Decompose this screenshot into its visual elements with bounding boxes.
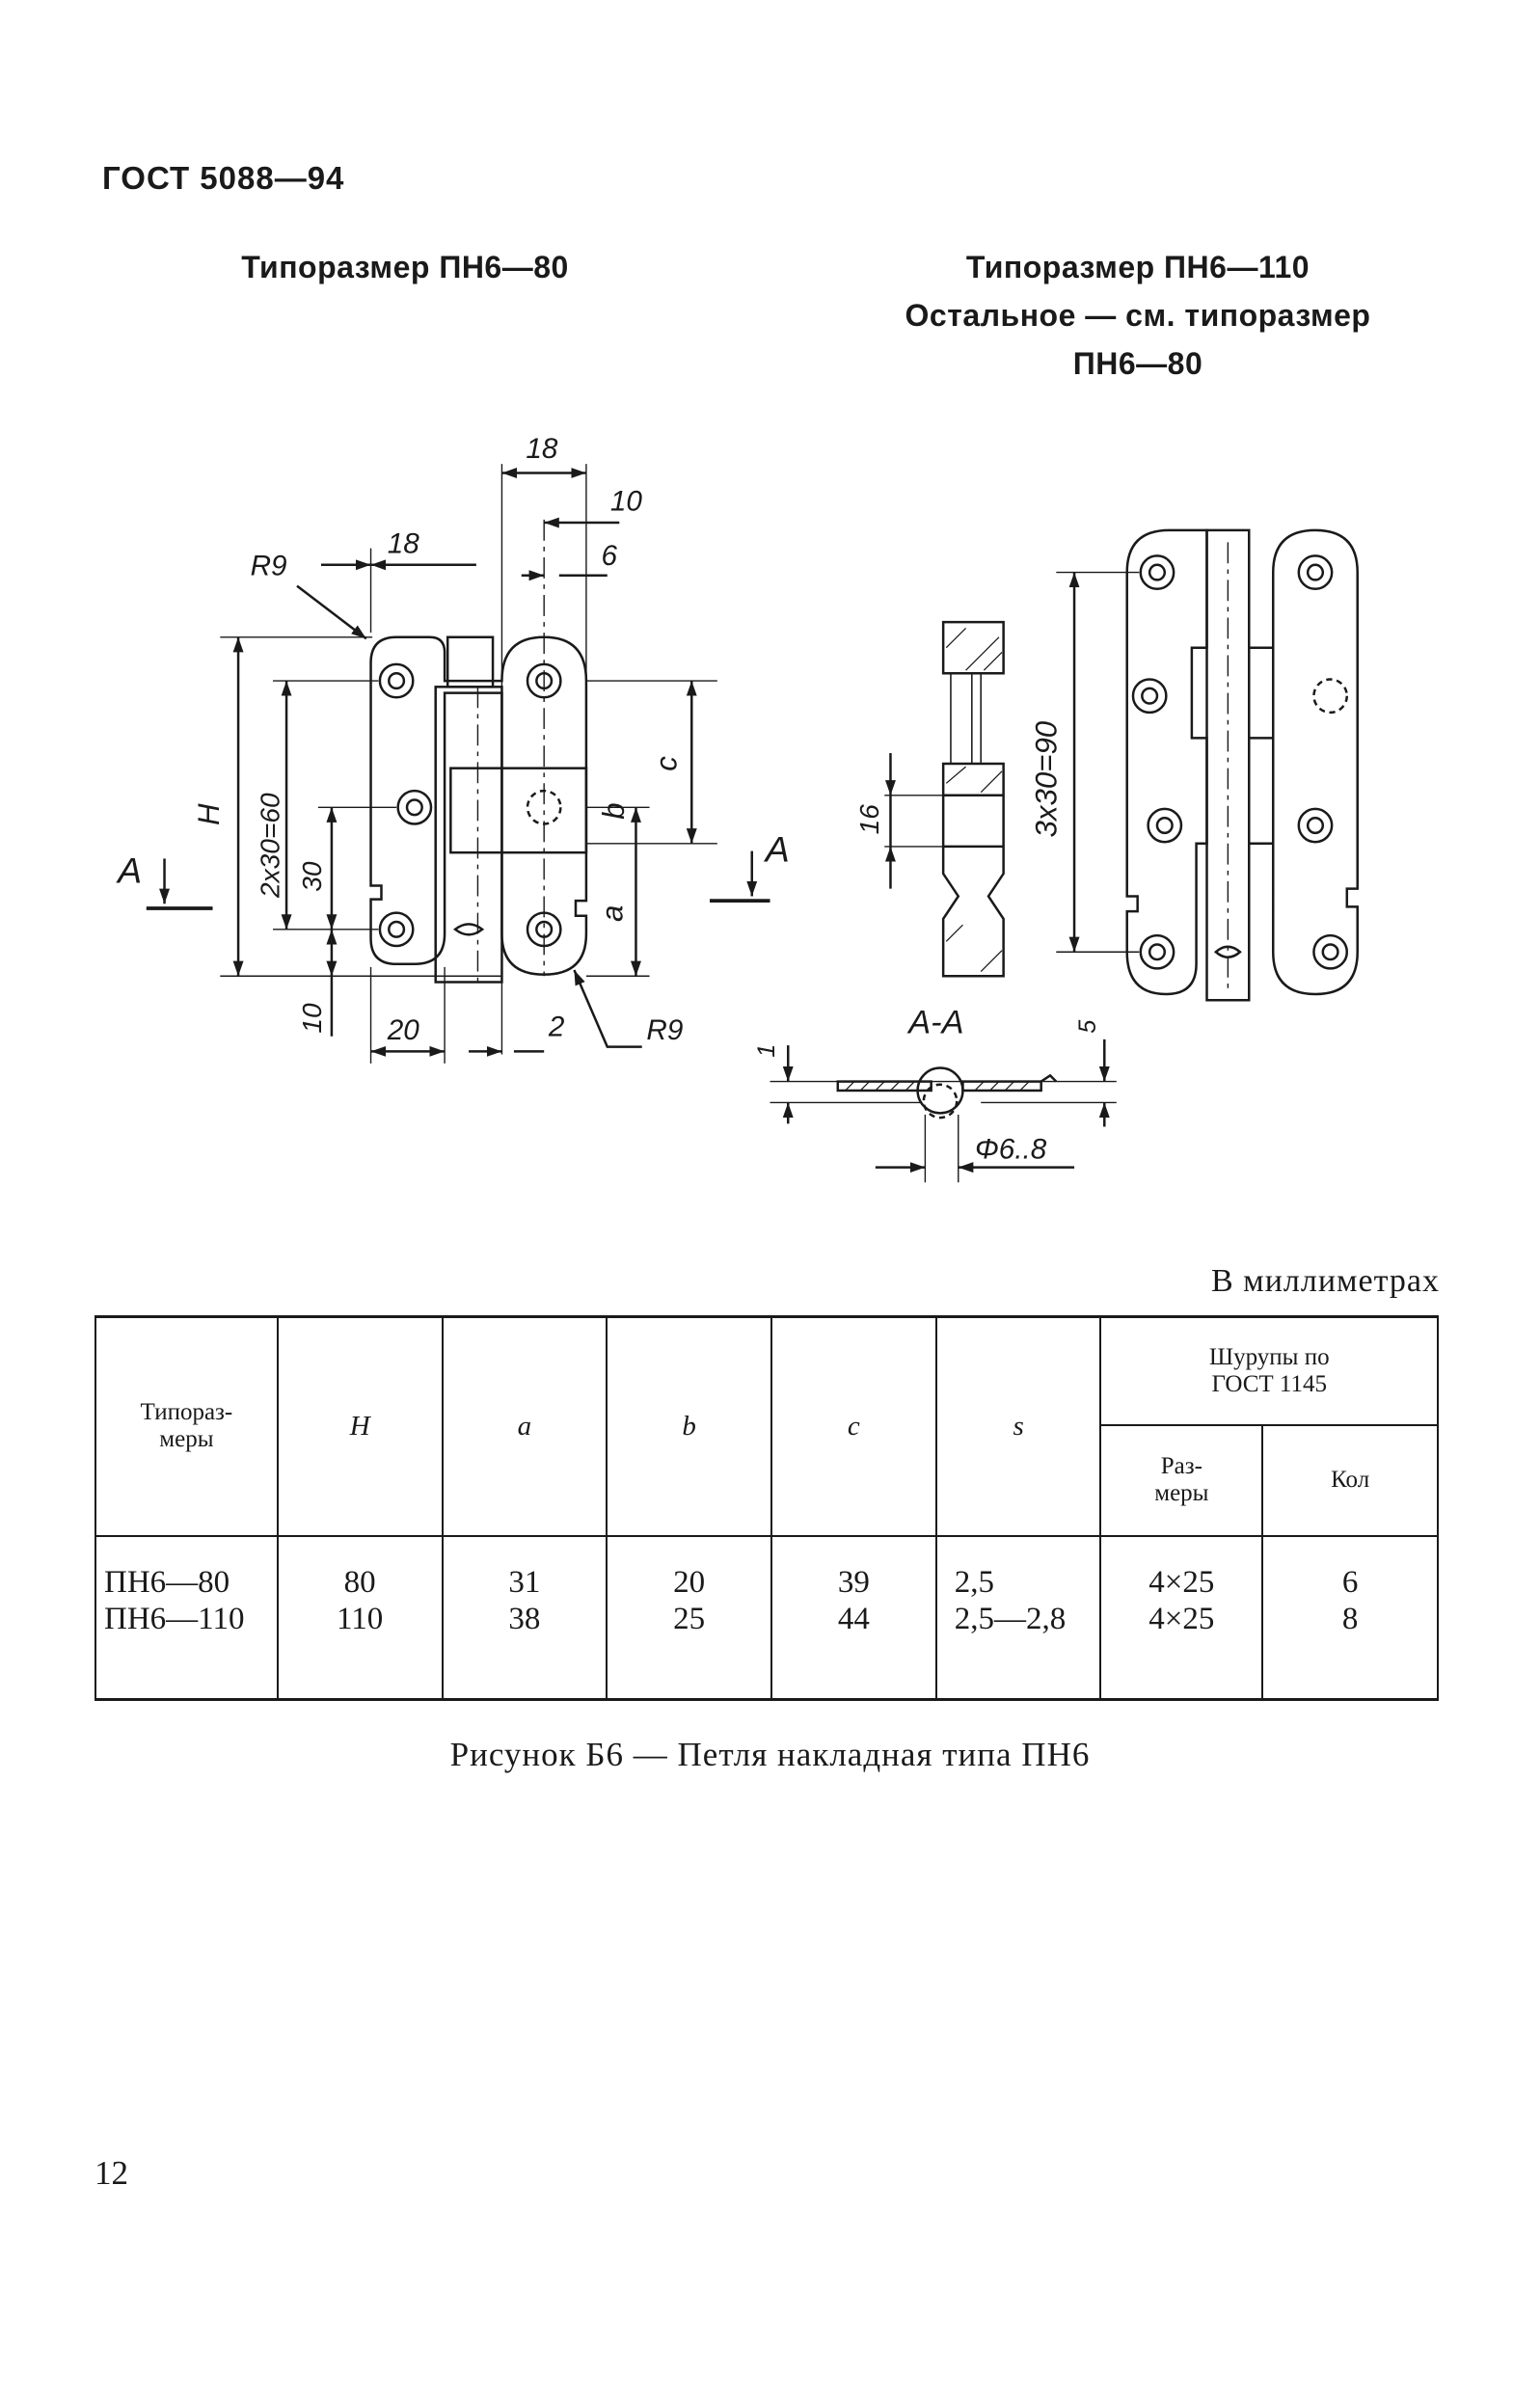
- header-type-line-2: меры: [159, 1426, 214, 1453]
- header-type: Типораз- меры: [95, 1315, 279, 1537]
- title-right-line-3: ПН6—80: [1072, 346, 1203, 381]
- cell-count: 6 8: [1261, 1535, 1439, 1701]
- cell-count-1: 6: [1341, 1564, 1359, 1600]
- title-right: Типоразмер ПН6—110 Остальное — см. типор…: [849, 243, 1427, 388]
- cell-a-2: 38: [508, 1601, 541, 1636]
- title-right-line-1: Типоразмер ПН6—110: [965, 250, 1310, 284]
- cell-a-1: 31: [508, 1564, 541, 1600]
- dim-c: c: [650, 756, 684, 771]
- header-b: b: [606, 1315, 772, 1537]
- cell-type-2: ПН6—110: [104, 1601, 245, 1636]
- dim-2: 2: [548, 1012, 565, 1043]
- header-screws: Шурупы по ГОСТ 1145: [1099, 1315, 1439, 1426]
- header-count: Кол: [1261, 1424, 1439, 1537]
- dim-2x30: 2x30=60: [255, 793, 284, 899]
- dim-20: 20: [387, 1014, 420, 1046]
- cell-c: 39 44: [770, 1535, 937, 1701]
- cell-c-2: 44: [837, 1601, 870, 1636]
- cell-s-1: 2,5: [954, 1564, 994, 1600]
- dim-r9-top: R9: [251, 551, 287, 582]
- dim-r9-bottom: R9: [646, 1014, 683, 1046]
- cell-size-2: 4×25: [1148, 1601, 1215, 1636]
- cell-s: 2,5 2,5—2,8: [934, 1535, 1102, 1701]
- standard-code: ГОСТ 5088—94: [102, 160, 345, 196]
- dimension-labels: 18 10 6 18 R9 R9 H 2x30=60 30 10 20 2 c …: [116, 433, 1101, 1165]
- dim-b: b: [597, 802, 631, 819]
- hinge-large-view: [1056, 528, 1359, 1002]
- header-s: s: [934, 1315, 1102, 1537]
- dim-1: 1: [753, 1044, 780, 1058]
- dim-5: 5: [1074, 1020, 1101, 1034]
- cell-h-2: 110: [337, 1601, 384, 1636]
- section-a-a: [770, 1039, 1117, 1183]
- dim-18-top: 18: [526, 433, 558, 465]
- header-c: c: [770, 1315, 937, 1537]
- cell-b-2: 25: [673, 1601, 706, 1636]
- dim-18-left: 18: [388, 527, 420, 559]
- table-row: ПН6—80 ПН6—110 80 110 31 38 20 25 39 44 …: [95, 1535, 1439, 1701]
- figure-caption: Рисунок Б6 — Петля накладная типа ПН6: [449, 1736, 1091, 1773]
- dim-a: a: [595, 905, 629, 922]
- hinge-front-view: [146, 464, 770, 1064]
- cell-type-1: ПН6—80: [104, 1564, 230, 1600]
- header-a: a: [441, 1315, 608, 1537]
- header-size-line-2: меры: [1154, 1480, 1209, 1506]
- hinge-side-view: [884, 620, 1005, 978]
- header-type-line-1: Типораз-: [140, 1399, 233, 1426]
- section-label: A-A: [906, 1005, 963, 1041]
- dim-10: 10: [610, 486, 643, 518]
- header-h: H: [276, 1315, 444, 1537]
- cell-b-1: 20: [673, 1564, 706, 1600]
- cell-c-1: 39: [837, 1564, 870, 1600]
- header-size-line-1: Раз-: [1160, 1453, 1202, 1479]
- cell-type: ПН6—80 ПН6—110: [95, 1535, 279, 1701]
- cell-h: 80 110: [276, 1535, 444, 1701]
- dim-phi: Φ6..8: [975, 1133, 1047, 1165]
- header-screws-line-2: ГОСТ 1145: [1211, 1370, 1327, 1397]
- cell-s-2: 2,5—2,8: [954, 1601, 1067, 1636]
- title-right-line-2: Остальное — см. типоразмер: [905, 298, 1371, 333]
- dimensions-table: Типораз- меры H a b c s Шурупы по ГОСТ 1…: [95, 1315, 1439, 1701]
- units-note: В миллиметрах: [1211, 1263, 1440, 1299]
- title-left: Типоразмер ПН6—80: [241, 250, 569, 284]
- dim-6: 6: [602, 540, 618, 572]
- dim-30: 30: [297, 861, 327, 892]
- cell-a: 31 38: [441, 1535, 608, 1701]
- cell-h-1: 80: [343, 1564, 376, 1600]
- cell-count-2: 8: [1341, 1601, 1359, 1636]
- section-mark-left: A: [116, 850, 142, 890]
- dim-16: 16: [854, 804, 884, 835]
- page-number: 12: [95, 2154, 128, 2192]
- section-mark-right: A: [764, 829, 790, 870]
- header-screws-line-1: Шурупы по: [1208, 1343, 1330, 1370]
- header-size: Раз- меры: [1099, 1424, 1264, 1537]
- dim-3x30: 3x30=90: [1029, 720, 1063, 837]
- cell-size-1: 4×25: [1148, 1564, 1215, 1600]
- dim-10-bottom: 10: [297, 1003, 327, 1034]
- cell-b: 20 25: [606, 1535, 772, 1701]
- cell-size: 4×25 4×25: [1099, 1535, 1264, 1701]
- dim-h: H: [192, 803, 226, 825]
